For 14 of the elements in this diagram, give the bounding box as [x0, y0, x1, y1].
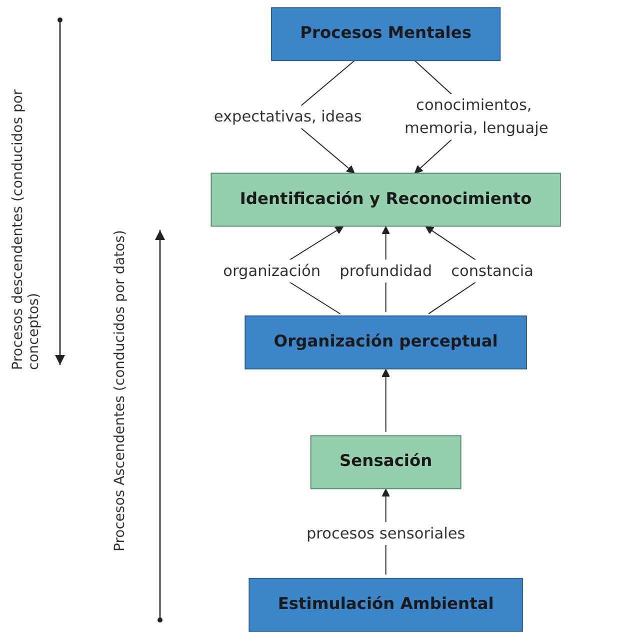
- node-box: Organización perceptual: [244, 315, 527, 370]
- node-box: Sensación: [310, 435, 462, 490]
- edge-label: constancia: [451, 262, 534, 280]
- node-box: Procesos Mentales: [271, 7, 501, 62]
- edge-label: procesos sensoriales: [306, 524, 466, 542]
- edge-label: organización: [223, 262, 321, 280]
- arrow: [382, 368, 390, 432]
- node-box: Identificación y Reconocimiento: [210, 172, 561, 227]
- edge-label: expectativas, ideas: [214, 107, 362, 126]
- side-label: Procesos descendentes (conducidos por conceptos): [10, 88, 42, 370]
- edge-label: conocimientos, memoria, lenguaje: [404, 96, 548, 137]
- side-label: Procesos Ascendentes (conducidos por datos): [112, 230, 128, 552]
- node-box: Estimulación Ambiental: [248, 578, 523, 632]
- edge-label: profundidad: [340, 262, 432, 280]
